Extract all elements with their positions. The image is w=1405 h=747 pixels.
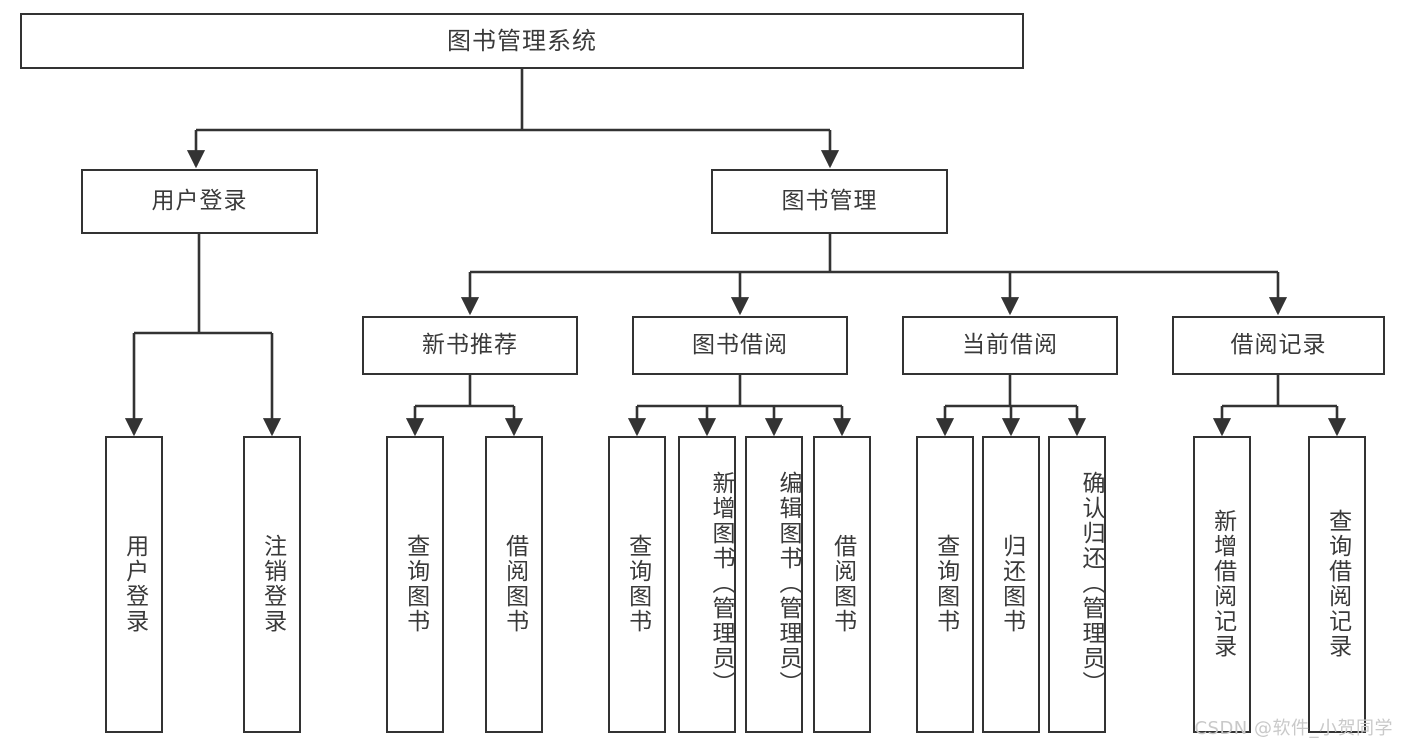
leaf-query-book-1[interactable]: 查询图书 [386, 436, 444, 733]
leaf-add-record-label: 新增借阅记录 [1209, 508, 1236, 659]
node-book-management-label: 图书管理 [781, 188, 878, 214]
leaf-borrow-book-2-label: 借阅图书 [829, 533, 856, 634]
leaf-query-book-2[interactable]: 查询图书 [608, 436, 666, 733]
node-new-book-recommend-label: 新书推荐 [422, 332, 518, 358]
leaf-edit-book[interactable]: 编辑图书（管理员） [745, 436, 803, 733]
leaf-user-login[interactable]: 用户登录 [105, 436, 163, 733]
leaf-add-book-label: 新增图书（管理员） [708, 471, 734, 696]
leaf-logout-login[interactable]: 注销登录 [243, 436, 301, 733]
leaf-borrow-book-1[interactable]: 借阅图书 [485, 436, 543, 733]
leaf-add-book[interactable]: 新增图书（管理员） [678, 436, 736, 733]
leaf-confirm-return-label: 确认归还（管理员） [1078, 471, 1104, 696]
node-new-book-recommend[interactable]: 新书推荐 [362, 316, 578, 375]
node-root-system[interactable]: 图书管理系统 [20, 13, 1024, 69]
node-book-management[interactable]: 图书管理 [711, 169, 948, 234]
leaf-add-record[interactable]: 新增借阅记录 [1193, 436, 1251, 733]
leaf-logout-login-label: 注销登录 [259, 533, 286, 634]
leaf-borrow-book-1-label: 借阅图书 [501, 533, 528, 634]
node-current-borrow-label: 当前借阅 [962, 332, 1058, 358]
leaf-query-record[interactable]: 查询借阅记录 [1308, 436, 1366, 733]
node-user-login[interactable]: 用户登录 [81, 169, 318, 234]
node-borrow-record[interactable]: 借阅记录 [1172, 316, 1385, 375]
leaf-query-book-2-label: 查询图书 [624, 533, 651, 634]
leaf-query-book-1-label: 查询图书 [402, 533, 429, 634]
leaf-user-login-label: 用户登录 [121, 533, 148, 634]
leaf-query-book-3-label: 查询图书 [932, 533, 959, 634]
node-root-system-label: 图书管理系统 [447, 27, 597, 55]
node-current-borrow[interactable]: 当前借阅 [902, 316, 1118, 375]
leaf-query-record-label: 查询借阅记录 [1324, 508, 1351, 659]
node-book-borrow[interactable]: 图书借阅 [632, 316, 848, 375]
leaf-return-book-label: 归还图书 [998, 533, 1025, 634]
leaf-return-book[interactable]: 归还图书 [982, 436, 1040, 733]
node-borrow-record-label: 借阅记录 [1230, 332, 1327, 358]
leaf-query-book-3[interactable]: 查询图书 [916, 436, 974, 733]
node-user-login-label: 用户登录 [151, 188, 248, 214]
node-book-borrow-label: 图书借阅 [692, 332, 788, 358]
leaf-edit-book-label: 编辑图书（管理员） [775, 471, 801, 696]
leaf-confirm-return[interactable]: 确认归还（管理员） [1048, 436, 1106, 733]
leaf-borrow-book-2[interactable]: 借阅图书 [813, 436, 871, 733]
